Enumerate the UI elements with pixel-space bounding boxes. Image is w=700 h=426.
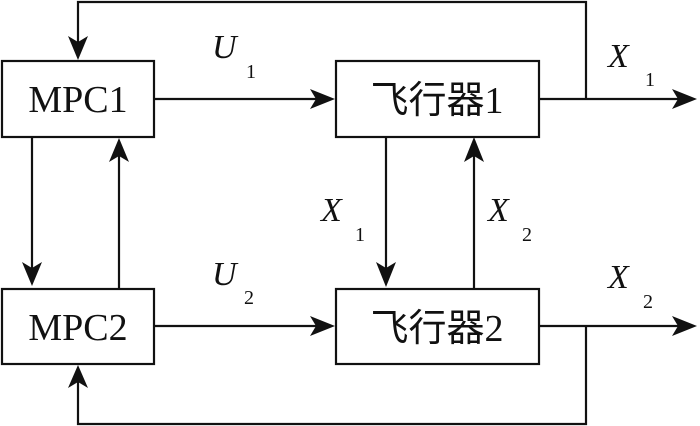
u1-subscript: 1 (246, 61, 256, 83)
feedback-line-top (76, 0, 588, 99)
mpc1-label: MPC1 (28, 79, 127, 121)
x1-cross-label: X 1 (319, 192, 365, 246)
aircraft2-block: 飞行器2 (334, 287, 541, 366)
x2-cross-symbol: X (486, 192, 510, 229)
aircraft2-label: 飞行器2 (370, 308, 503, 350)
u1-symbol: U (212, 29, 239, 66)
x1-output-subscript: 1 (645, 69, 655, 91)
arrowhead-mpc1-to-mpc2 (22, 262, 42, 286)
arrowhead-x1-cross (376, 262, 396, 287)
x1-output-symbol: X (606, 38, 630, 75)
u1-label: U 1 (212, 29, 256, 83)
aircraft1-label: 飞行器1 (370, 80, 503, 122)
mpc2-block: MPC2 (0, 287, 156, 366)
u2-symbol: U (212, 256, 239, 293)
arrowhead-x2-cross (464, 137, 484, 162)
u2-subscript: 2 (244, 287, 254, 309)
arrowhead-mpc1-top (68, 36, 88, 60)
mpc1-block: MPC1 (0, 59, 156, 139)
x1-output-label: X 1 (606, 38, 655, 91)
arrowhead-u1 (310, 89, 335, 109)
arrowhead-mpc2-to-mpc1 (109, 138, 129, 162)
aircraft1-block: 飞行器1 (334, 59, 541, 139)
arrowhead-u2 (310, 316, 335, 336)
feedback-line-bottom (76, 326, 588, 426)
x2-output-subscript: 2 (643, 291, 653, 313)
x2-cross-subscript: 2 (522, 224, 532, 246)
arrowhead-x1-output (672, 89, 697, 109)
x2-cross-label: X 2 (486, 192, 532, 246)
x1-cross-symbol: X (319, 192, 343, 229)
arrowhead-x2-output (672, 316, 697, 336)
x1-cross-subscript: 1 (355, 224, 365, 246)
x2-output-symbol: X (606, 259, 630, 296)
x2-output-label: X 2 (606, 259, 653, 313)
mpc2-label: MPC2 (28, 307, 127, 349)
u2-label: U 2 (212, 256, 254, 309)
arrowhead-mpc2-bottom (68, 365, 88, 388)
